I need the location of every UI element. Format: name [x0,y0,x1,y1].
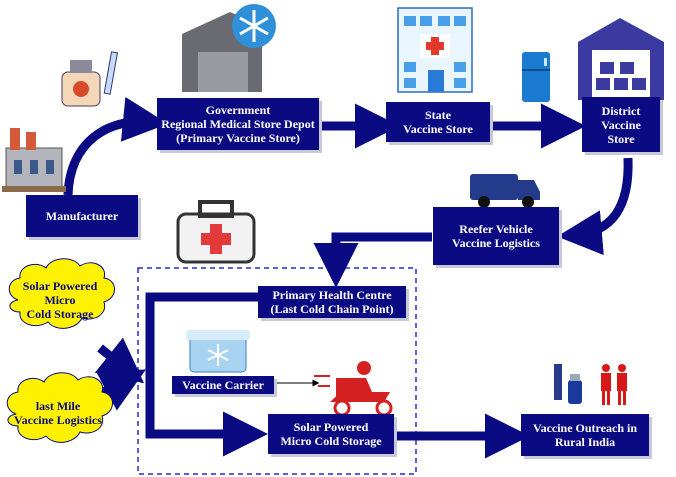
carrier-label: Vaccine Carrier [182,378,264,392]
vaccine-bottle-icon [554,364,582,404]
factory-icon [2,128,66,192]
solar-storage-label-line2: Micro Cold Storage [280,434,382,448]
arrow-cloud-lastmile-to-zone [95,369,146,411]
government-label-line1: Government [205,103,271,117]
state-store-box: State Vaccine Store [386,102,490,142]
vaccine-vial-icon [61,51,119,107]
outreach-box: Vaccine Outreach in Rural India [521,414,649,456]
delivery-scooter-icon [314,361,393,417]
phc-box: Primary Health Centre (Last Cold Chain P… [258,286,406,318]
cloud-solar-line2: Micro [44,293,76,307]
cloud-lastmile-shape [6,372,113,443]
district-store-box: District Vaccine Store [582,97,660,152]
reefer-vehicle-box: Reefer Vehicle Vaccine Logistics [433,207,559,265]
government-label-line2: Regional Medical Store Depot [161,117,315,131]
state-label-line2: Vaccine Store [403,122,473,136]
arrow-manufacturer-to-government [63,96,168,196]
cold-warehouse-icon [182,4,276,92]
outreach-label-line1: Vaccine Outreach in [533,421,637,435]
cloud-lastmile-line2: Vaccine Logistics [14,413,102,427]
cloud-solar-shape [8,258,115,329]
vaccine-carrier-box: Vaccine Carrier [172,376,274,394]
arrow-phc-loop [145,292,268,457]
state-label-line1: State [425,108,451,122]
arrow-reefer-to-phc [313,232,432,288]
arrow-cloud-solar-to-zone [94,337,145,384]
cloud-solar-label: Solar Powered Micro Cold Storage [8,276,112,324]
warehouse-icon [578,18,664,100]
truck-icon [470,174,540,208]
phc-label-line2: (Last Cold Chain Point) [270,302,394,316]
cloud-lastmile-line1: last Mile [35,399,81,413]
cloud-solar-line1: Solar Powered [22,279,98,293]
district-label-line1: District [601,103,641,118]
manufacturer-box: Manufacturer [26,195,138,237]
solar-storage-box: Solar Powered Micro Cold Storage [268,414,394,454]
solar-storage-label-line1: Solar Powered [293,420,369,434]
people-icon [601,364,627,405]
outreach-label-line2: Rural India [554,435,616,449]
arrow-district-to-reefer [557,157,633,256]
reefer-label-line1: Reefer Vehicle [459,222,533,236]
district-label-line2: Vaccine [601,117,641,132]
first-aid-kit-icon [176,200,256,264]
reefer-label-line2: Vaccine Logistics [452,236,540,250]
phc-label-line1: Primary Health Centre [272,288,392,302]
hospital-icon [397,7,473,93]
cloud-solar-line3: Cold Storage [26,307,94,321]
refrigerator-icon [522,52,550,102]
district-label-line3: Store [607,131,635,146]
government-label-line3: (Primary Vaccine Store) [176,131,300,145]
government-box: Government Regional Medical Store Depot … [157,98,319,150]
manufacturer-label: Manufacturer [45,209,119,223]
cooler-box-icon [186,330,250,373]
cloud-lastmile-label: last Mile Vaccine Logistics [6,392,110,434]
